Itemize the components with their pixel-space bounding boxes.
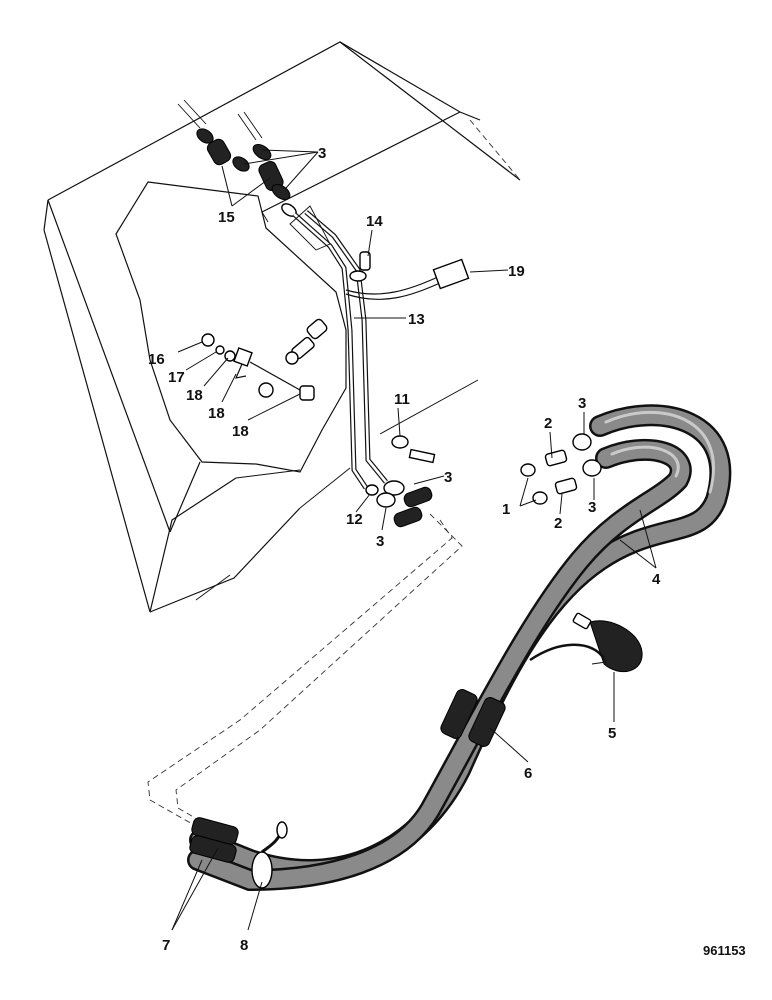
callout-8: 8 <box>240 937 248 954</box>
callout-13: 15 <box>218 209 235 226</box>
hose-end-fittings <box>520 433 602 505</box>
boom-structure <box>43 41 521 613</box>
callout-3: 3 <box>318 145 326 162</box>
figure-reference-number: 961153 <box>703 943 746 958</box>
callout-3: 3 <box>444 469 452 486</box>
callout-18: 18 <box>232 423 249 440</box>
callout-16: 18 <box>186 387 203 404</box>
callout-17: 18 <box>208 405 225 422</box>
callout-10: 12 <box>346 511 363 528</box>
callout-12: 14 <box>366 213 383 230</box>
callouts: 3 15 14 19 13 16 17 18 18 18 11 3 12 3 2… <box>148 145 746 958</box>
upper-fittings <box>177 99 297 217</box>
callout-15: 17 <box>168 369 185 386</box>
clamp-parts <box>345 251 470 300</box>
callout-11: 13 <box>408 311 425 328</box>
callout-6: 6 <box>524 765 532 782</box>
callout-1: 1 <box>502 501 510 518</box>
callout-3: 3 <box>588 499 596 516</box>
installed-hose-outline <box>147 513 463 835</box>
callout-2: 2 <box>544 415 552 432</box>
valve-fittings <box>201 318 328 401</box>
callout-9: 11 <box>394 391 410 408</box>
callout-19: 19 <box>508 263 525 280</box>
leader-lines <box>171 149 657 931</box>
rigid-pipes <box>289 205 388 490</box>
callout-7: 7 <box>162 937 170 954</box>
callout-2: 2 <box>554 515 562 532</box>
lower-pipe-fittings <box>365 435 436 528</box>
callout-14: 16 <box>148 351 165 368</box>
mounting-plate <box>115 181 347 473</box>
callout-4: 4 <box>652 571 661 588</box>
hose-guard-loose <box>529 612 643 673</box>
flexible-hoses <box>187 404 732 892</box>
callout-3: 3 <box>376 533 384 550</box>
spring-guard <box>440 689 506 747</box>
callout-5: 5 <box>608 725 616 742</box>
callout-3: 3 <box>578 395 586 412</box>
